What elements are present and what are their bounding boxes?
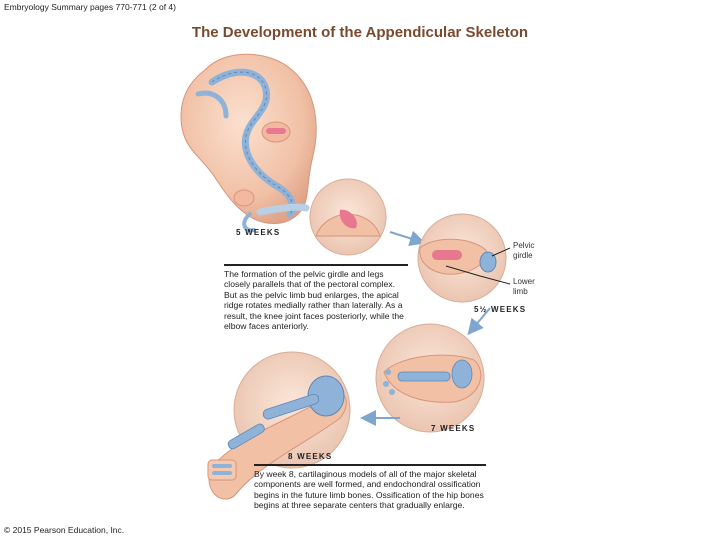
page-title: The Development of the Appendicular Skel… [191, 24, 529, 41]
page-header: Embryology Summary pages 770-771 (2 of 4… [4, 2, 176, 12]
limb-5-5-weeks [417, 213, 507, 303]
leader-pelvic-girdle [491, 247, 511, 257]
stage-5-5-weeks: 5½ WEEKS [474, 305, 527, 314]
label-pelvic-girdle: Pelvic girdle [513, 241, 535, 260]
week8-paragraph: By week 8, cartilaginous models of all o… [254, 469, 484, 511]
week8-paragraph-rule [254, 464, 486, 466]
limb-7-weeks [375, 323, 485, 433]
arrow-to-5-5-weeks [389, 230, 426, 247]
pelvic-paragraph-rule [224, 264, 408, 266]
embryo-figure [180, 53, 317, 233]
leader-lower-limb [479, 275, 511, 285]
stage-5-weeks: 5 WEEKS [236, 228, 281, 237]
arrow-embryo-to-bud [256, 203, 310, 216]
pelvic-paragraph: The formation of the pelvic girdle and l… [224, 269, 404, 332]
stage-8-weeks: 8 WEEKS [288, 452, 333, 461]
copyright: © 2015 Pearson Education, Inc. [4, 525, 125, 535]
arrow-to-7-weeks [467, 307, 491, 336]
limb-8-weeks [207, 351, 351, 500]
stage-7-weeks: 7 WEEKS [431, 424, 476, 433]
limb-bud-5-weeks [309, 178, 387, 256]
label-lower-limb: Lower limb [513, 277, 535, 296]
